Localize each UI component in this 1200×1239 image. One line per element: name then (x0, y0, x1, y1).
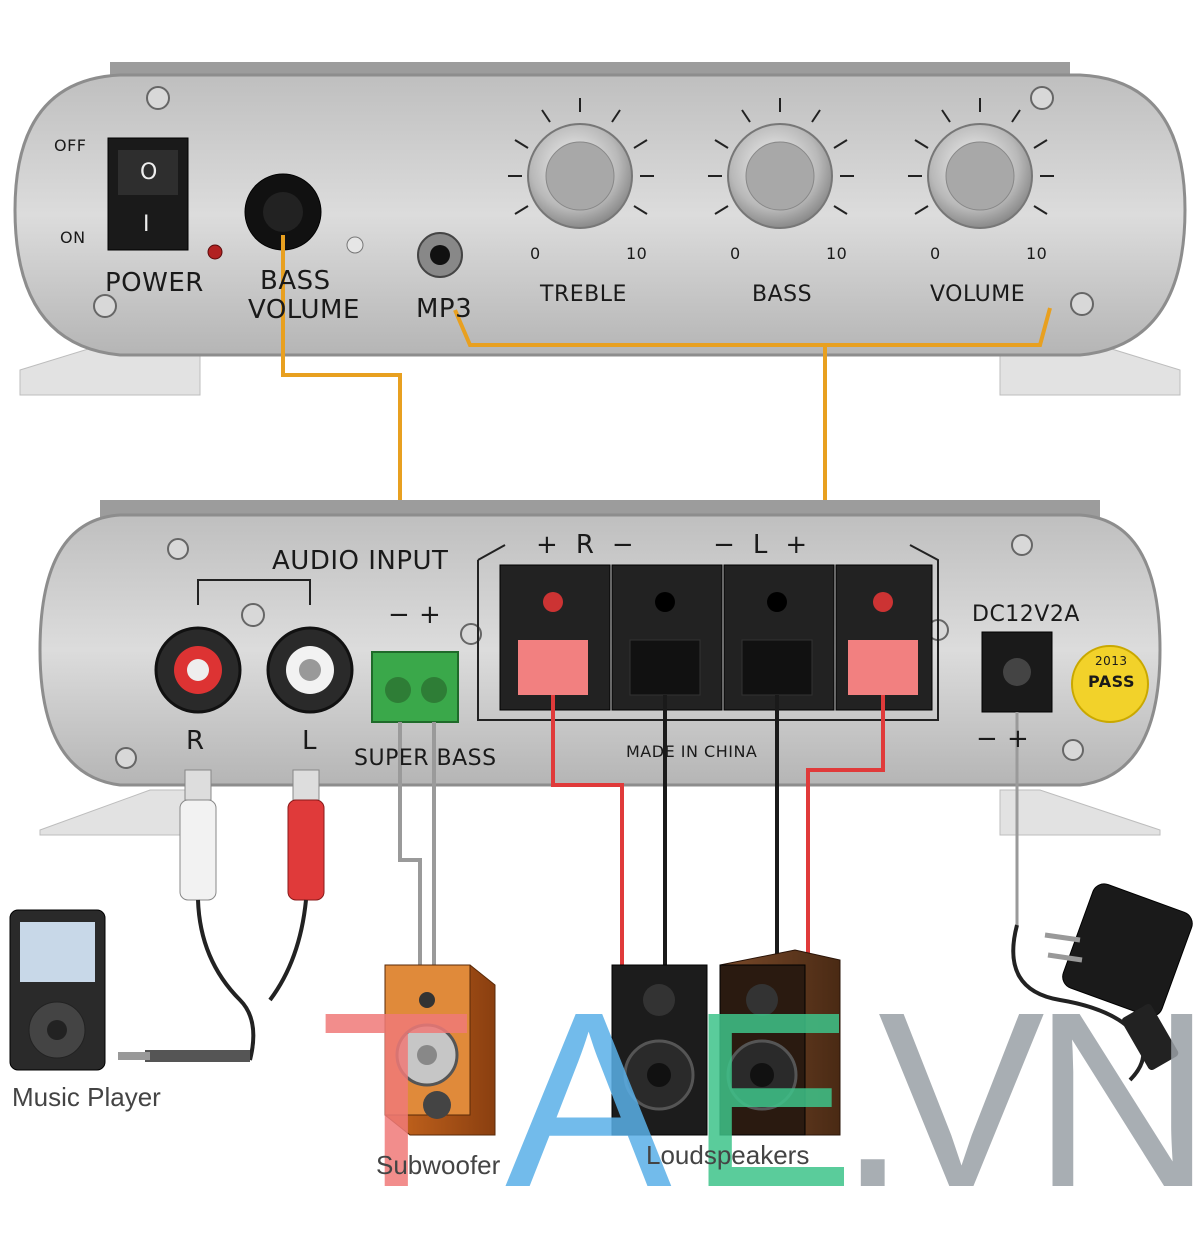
output-wires (398, 695, 1019, 965)
speaker-terminal-polarity-label: + R − − L + (536, 530, 808, 560)
screw-icon (93, 294, 117, 318)
bass-max-label: 10 (826, 244, 848, 263)
screw-icon (1062, 739, 1084, 761)
super-bass-label: SUPER BASS (354, 746, 497, 771)
volume-label: VOLUME (930, 282, 1026, 307)
watermark-letter-e: E (688, 960, 855, 1239)
bass-volume-label-line2: VOLUME (248, 295, 360, 325)
treble-max-label: 10 (626, 244, 648, 263)
diagram-artwork (9, 62, 1193, 1136)
bass-volume-label-line1: BASS (260, 266, 331, 296)
screw-icon (167, 538, 189, 560)
screw-icon (1011, 534, 1033, 556)
subwoofer-device (384, 964, 496, 1136)
rca-left-label: L (302, 726, 317, 756)
music-player-device (9, 909, 106, 1071)
power-label: POWER (105, 268, 204, 298)
volume-max-label: 10 (1026, 244, 1048, 263)
screw-icon (1030, 86, 1054, 110)
screw-icon (115, 747, 137, 769)
watermark-letter-n: N (1032, 960, 1200, 1239)
pass-sticker-year: 2013 (1095, 654, 1128, 668)
rear-amplifier (38, 500, 1162, 836)
rear-right-foot (999, 789, 1161, 836)
orange-signal-wires (281, 235, 1052, 520)
power-adapter-device (1011, 883, 1193, 1082)
screw-icon (146, 86, 170, 110)
rca-right-label: R (186, 726, 205, 756)
front-amplifier (13, 62, 1187, 396)
mp3-label: MP3 (416, 294, 473, 324)
treble-min-label: 0 (530, 244, 541, 263)
screw-icon (1070, 292, 1094, 316)
knob-scale-ticks (508, 98, 1054, 215)
super-bass-polarity-label: − + (388, 600, 442, 630)
subwoofer-caption: Subwoofer (376, 1150, 501, 1180)
screw-icon (460, 623, 482, 645)
loudspeakers-caption: Loudspeakers (646, 1140, 810, 1170)
power-led-icon (207, 244, 223, 260)
watermark-letter-v: V (878, 960, 1045, 1239)
rca-cable (118, 769, 325, 1062)
music-player-caption: Music Player (12, 1082, 161, 1112)
bass-min-label: 0 (730, 244, 741, 263)
audio-input-label: AUDIO INPUT (272, 546, 449, 576)
watermark-letter-t: T (320, 960, 473, 1239)
indicator-led-icon (346, 236, 364, 254)
made-in-china-label: MADE IN CHINA (626, 742, 758, 761)
treble-label: TREBLE (540, 282, 627, 307)
speaker-terminals (499, 564, 933, 711)
loudspeakers-device (611, 949, 841, 1136)
pass-sticker (1071, 645, 1149, 723)
switch-off-symbol: O (140, 160, 158, 185)
watermark-dot: . (838, 960, 908, 1239)
power-switch-rocker (118, 150, 178, 195)
volume-min-label: 0 (930, 244, 941, 263)
rear-left-foot (39, 789, 191, 836)
dc-polarity-label: − + (976, 724, 1030, 754)
watermark-letter-a: A (505, 960, 672, 1239)
switch-on-label: ON (60, 228, 86, 247)
bass-label: BASS (752, 282, 813, 307)
switch-on-symbol: I (143, 212, 150, 237)
product-diagram: OFF ON O I POWER BASS VOLUME MP3 0 10 TR… (9, 62, 1200, 1225)
screw-icon (241, 603, 265, 627)
dc-rating-label: DC12V2A (972, 602, 1080, 627)
pass-sticker-text: PASS (1088, 672, 1135, 691)
aux-plug (145, 1050, 250, 1062)
switch-off-label: OFF (54, 136, 87, 155)
